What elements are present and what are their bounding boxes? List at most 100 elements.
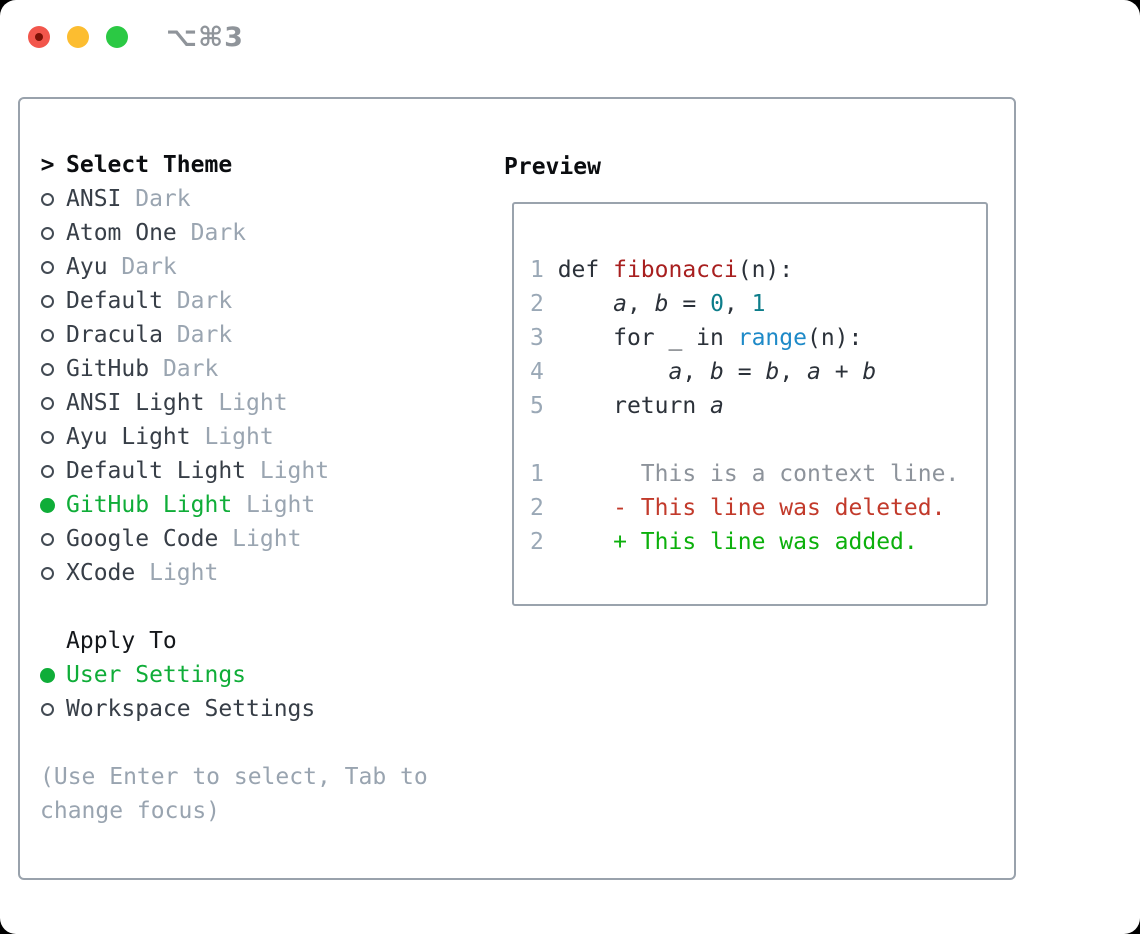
option-label: User Settings <box>66 662 247 688</box>
option-label: Atom One <box>66 220 177 246</box>
code-segment: a <box>668 359 683 385</box>
line-number: 2 <box>530 495 558 521</box>
apply-to-option[interactable]: User Settings <box>40 658 490 692</box>
code-line: 2 + This line was added. <box>530 525 986 559</box>
radio-circle <box>41 328 54 342</box>
code-segment: b <box>765 359 780 385</box>
radio-unselected-icon <box>40 318 55 352</box>
preview-title: Preview <box>504 154 601 180</box>
close-button[interactable] <box>28 26 50 48</box>
option-label: Default Light <box>66 458 247 484</box>
theme-option[interactable]: Google Code Light <box>40 522 490 556</box>
code-segment: - This line was deleted. <box>557 495 946 521</box>
zoom-button[interactable] <box>106 26 128 48</box>
code-segment <box>558 291 613 317</box>
option-label: XCode <box>66 560 136 586</box>
option-label: Default <box>66 288 163 314</box>
theme-option[interactable]: Default Dark <box>40 284 490 318</box>
code-line: 2 - This line was deleted. <box>530 491 986 525</box>
code-segment: + This line was added. <box>557 529 918 555</box>
radio-circle <box>41 396 54 410</box>
prompt-caret: > <box>40 152 55 178</box>
select-theme-title: Select Theme <box>66 152 233 178</box>
radio-circle <box>41 192 54 206</box>
code-line: 4 a, b = b, a + b <box>530 355 986 389</box>
radio-unselected-icon <box>40 556 55 590</box>
code-segment: + <box>820 359 863 385</box>
radio-unselected-icon <box>40 692 55 726</box>
option-label: ANSI <box>66 186 122 212</box>
line-number: 5 <box>530 393 558 419</box>
code-segment: , <box>779 359 808 385</box>
code-segment: , <box>723 291 752 317</box>
keyboard-hint: (Use Enter to select, Tab to change focu… <box>40 764 428 824</box>
spacer <box>40 726 490 760</box>
window-title-shortcut: ⌥⌘3 <box>166 22 244 53</box>
minimize-button[interactable] <box>67 26 89 48</box>
code-line: 3 for _ in range(n): <box>530 321 986 355</box>
theme-option[interactable]: GitHub Dark <box>40 352 490 386</box>
code-segment: = <box>668 291 711 317</box>
theme-option[interactable]: XCode Light <box>40 556 490 590</box>
radio-circle <box>41 566 54 580</box>
radio-circle <box>40 497 55 513</box>
option-label: Dracula <box>66 322 163 348</box>
code-segment: a <box>710 393 724 419</box>
theme-option[interactable]: Dracula Dark <box>40 318 490 352</box>
code-segment: 1 <box>751 291 766 317</box>
option-variant: Light <box>204 390 288 416</box>
code-segment: = <box>723 359 766 385</box>
code-segment: b <box>862 359 877 385</box>
option-variant: Dark <box>176 220 247 246</box>
option-variant: Light <box>218 526 302 552</box>
radio-circle <box>41 260 54 274</box>
code-segment: (n): <box>806 325 863 351</box>
option-label: GitHub <box>66 356 150 382</box>
line-number: 1 <box>530 257 558 283</box>
code-line: 5 return a <box>530 389 986 423</box>
select-theme-header: > Select Theme <box>40 148 490 182</box>
code-line <box>530 423 986 457</box>
theme-option[interactable]: ANSI Dark <box>40 182 490 216</box>
code-segment: return <box>557 393 711 419</box>
option-variant: Dark <box>149 356 219 382</box>
option-variant: Light <box>232 492 316 518</box>
code-segment: This is a context line. <box>557 461 960 487</box>
theme-option[interactable]: ANSI Light Light <box>40 386 490 420</box>
radio-circle <box>41 294 54 308</box>
code-segment: a <box>807 359 821 385</box>
radio-circle <box>41 702 54 716</box>
theme-option[interactable]: Ayu Light Light <box>40 420 490 454</box>
apply-to-option[interactable]: Workspace Settings <box>40 692 490 726</box>
option-variant: Dark <box>162 322 233 348</box>
code-segment: range <box>737 325 807 351</box>
code-line: 2 a, b = 0, 1 <box>530 287 986 321</box>
apply-to-header: Apply To <box>40 624 490 658</box>
option-variant: Dark <box>162 288 233 314</box>
theme-option[interactable]: Atom One Dark <box>40 216 490 250</box>
radio-unselected-icon <box>40 420 55 454</box>
code-segment: , <box>626 291 655 317</box>
theme-option[interactable]: Ayu Dark <box>40 250 490 284</box>
option-variant: Light <box>190 424 274 450</box>
line-number: 2 <box>530 291 558 317</box>
radio-unselected-icon <box>40 454 55 488</box>
code-line: 1 This is a context line. <box>530 457 986 491</box>
option-label: Ayu <box>66 254 108 280</box>
option-label: Google Code <box>66 526 219 552</box>
radio-unselected-icon <box>40 216 55 250</box>
radio-circle <box>41 226 54 240</box>
radio-unselected-icon <box>40 352 55 386</box>
line-number: 4 <box>530 359 558 385</box>
option-label: ANSI Light <box>66 390 205 416</box>
radio-selected-icon <box>40 658 55 692</box>
code-segment: a <box>613 291 627 317</box>
code-segment: b <box>710 359 724 385</box>
theme-option[interactable]: GitHub Light Light <box>40 488 490 522</box>
titlebar: ⌥⌘3 <box>0 0 1140 74</box>
theme-option[interactable]: Default Light Light <box>40 454 490 488</box>
